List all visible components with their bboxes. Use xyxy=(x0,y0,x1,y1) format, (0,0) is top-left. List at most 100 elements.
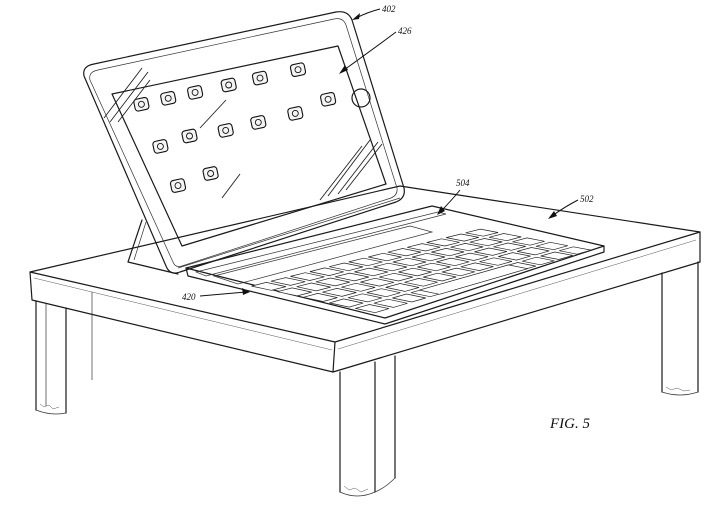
app-icon-grid xyxy=(133,62,337,193)
keyboard-key[interactable] xyxy=(322,288,357,297)
keyboard-key[interactable] xyxy=(431,248,465,257)
keyboard-key[interactable] xyxy=(373,262,408,272)
keyboard-key[interactable] xyxy=(455,252,489,261)
keyboard-key[interactable] xyxy=(329,298,364,308)
app-icon-glyph xyxy=(207,170,215,177)
keyboard-key[interactable] xyxy=(436,257,470,267)
keyboard-key[interactable] xyxy=(387,248,421,257)
app-icon-glyph xyxy=(291,109,299,117)
app-icon[interactable] xyxy=(287,106,304,121)
app-icon[interactable] xyxy=(251,70,269,86)
keyboard-key[interactable] xyxy=(407,243,441,252)
keyboard-key[interactable] xyxy=(296,282,331,292)
app-icon[interactable] xyxy=(133,96,150,112)
keyboard-key[interactable] xyxy=(355,304,390,314)
keyboard-key[interactable] xyxy=(366,288,401,298)
keyboard-key[interactable] xyxy=(329,262,364,272)
keyboard-key[interactable] xyxy=(493,242,526,251)
app-icon[interactable] xyxy=(169,178,187,193)
figure-label: FIG. 5 xyxy=(549,416,590,432)
keyboard-key[interactable] xyxy=(465,228,499,237)
keyboard-key[interactable] xyxy=(392,257,427,267)
keyboard-key[interactable] xyxy=(368,252,402,262)
keyboard-key[interactable] xyxy=(392,293,426,303)
display-screen xyxy=(111,45,387,247)
keyboard-key[interactable] xyxy=(270,277,306,286)
app-icon-glyph xyxy=(137,100,145,108)
keyboard-key[interactable] xyxy=(446,233,479,242)
keyboard-key[interactable] xyxy=(360,277,394,287)
table-side-edge xyxy=(332,231,701,373)
keyboard-key[interactable] xyxy=(303,293,338,302)
keyboard-key[interactable] xyxy=(354,267,388,277)
keyboard-key[interactable] xyxy=(373,298,408,308)
app-icon[interactable] xyxy=(152,139,169,154)
app-icon[interactable] xyxy=(220,77,237,93)
app-icon[interactable] xyxy=(181,128,198,144)
table xyxy=(29,185,701,497)
keyboard-key[interactable] xyxy=(251,282,286,291)
keyboard-key[interactable] xyxy=(540,251,573,260)
keyboard-key[interactable] xyxy=(426,238,460,247)
app-icon-glyph xyxy=(254,118,262,126)
keyboard-key[interactable] xyxy=(290,272,325,281)
keyboard-key[interactable] xyxy=(522,256,555,266)
keyboard-key[interactable] xyxy=(450,243,484,252)
screen-glare xyxy=(103,67,383,201)
tablet-body xyxy=(83,11,405,274)
keyboard-key[interactable] xyxy=(559,246,592,255)
app-icon[interactable] xyxy=(217,123,234,138)
keyboard-cover xyxy=(185,205,605,325)
keyboard-key[interactable] xyxy=(460,262,494,271)
app-icon[interactable] xyxy=(250,115,267,130)
keyboard-key[interactable] xyxy=(309,267,344,276)
keyboard-key[interactable] xyxy=(489,233,522,242)
app-icon[interactable] xyxy=(187,85,204,100)
keyboard-key[interactable] xyxy=(398,267,432,277)
keyboard-key[interactable] xyxy=(479,257,513,266)
keyboard-key[interactable] xyxy=(423,272,457,282)
app-icon[interactable] xyxy=(289,62,307,78)
keyboard-key[interactable] xyxy=(469,238,503,247)
keyboard-key[interactable] xyxy=(341,282,376,292)
app-icon-glyph xyxy=(191,88,199,96)
keyboard-key[interactable] xyxy=(498,252,531,261)
ref-420: 420 xyxy=(182,292,196,302)
keyboard-key[interactable] xyxy=(277,287,312,297)
ref-502: 502 xyxy=(580,194,594,204)
app-icon-glyph xyxy=(186,132,193,140)
keyboard-key[interactable] xyxy=(404,278,438,287)
reference-labels: 402 426 504 502 420 xyxy=(182,4,594,302)
cover-stand xyxy=(127,219,179,275)
keyboard-key[interactable] xyxy=(348,293,382,303)
keyboard-key[interactable] xyxy=(315,277,350,287)
app-icon[interactable] xyxy=(320,91,337,107)
keyboard-key[interactable] xyxy=(417,262,451,272)
keyboard-key[interactable] xyxy=(441,267,475,277)
keyboard-key[interactable] xyxy=(335,272,369,282)
keyboard-key[interactable] xyxy=(412,252,446,262)
app-icon-glyph xyxy=(156,142,164,150)
keyboard-key[interactable] xyxy=(512,237,545,246)
ref-426: 426 xyxy=(398,26,412,36)
app-icon-glyph xyxy=(294,66,302,74)
keyboard-key[interactable] xyxy=(517,247,550,256)
app-icon-glyph xyxy=(174,182,182,190)
app-icon[interactable] xyxy=(202,166,219,181)
app-icon[interactable] xyxy=(160,90,177,106)
spacebar-key[interactable] xyxy=(419,264,528,295)
tablet-device xyxy=(83,11,405,275)
app-icon-glyph xyxy=(222,126,230,134)
table-front-edge xyxy=(29,271,336,373)
ref-402: 402 xyxy=(382,4,396,14)
table-leg-front-left xyxy=(35,300,67,415)
connector-strip xyxy=(194,211,447,277)
keyboard-key[interactable] xyxy=(385,283,420,292)
keyboard-key[interactable] xyxy=(474,247,507,256)
keyboard-key[interactable] xyxy=(348,257,383,267)
app-icon-glyph xyxy=(164,94,172,102)
keyboard-keys xyxy=(251,228,592,314)
keyboard-key[interactable] xyxy=(535,241,568,251)
home-button[interactable] xyxy=(351,88,371,108)
keyboard-key[interactable] xyxy=(379,272,413,282)
